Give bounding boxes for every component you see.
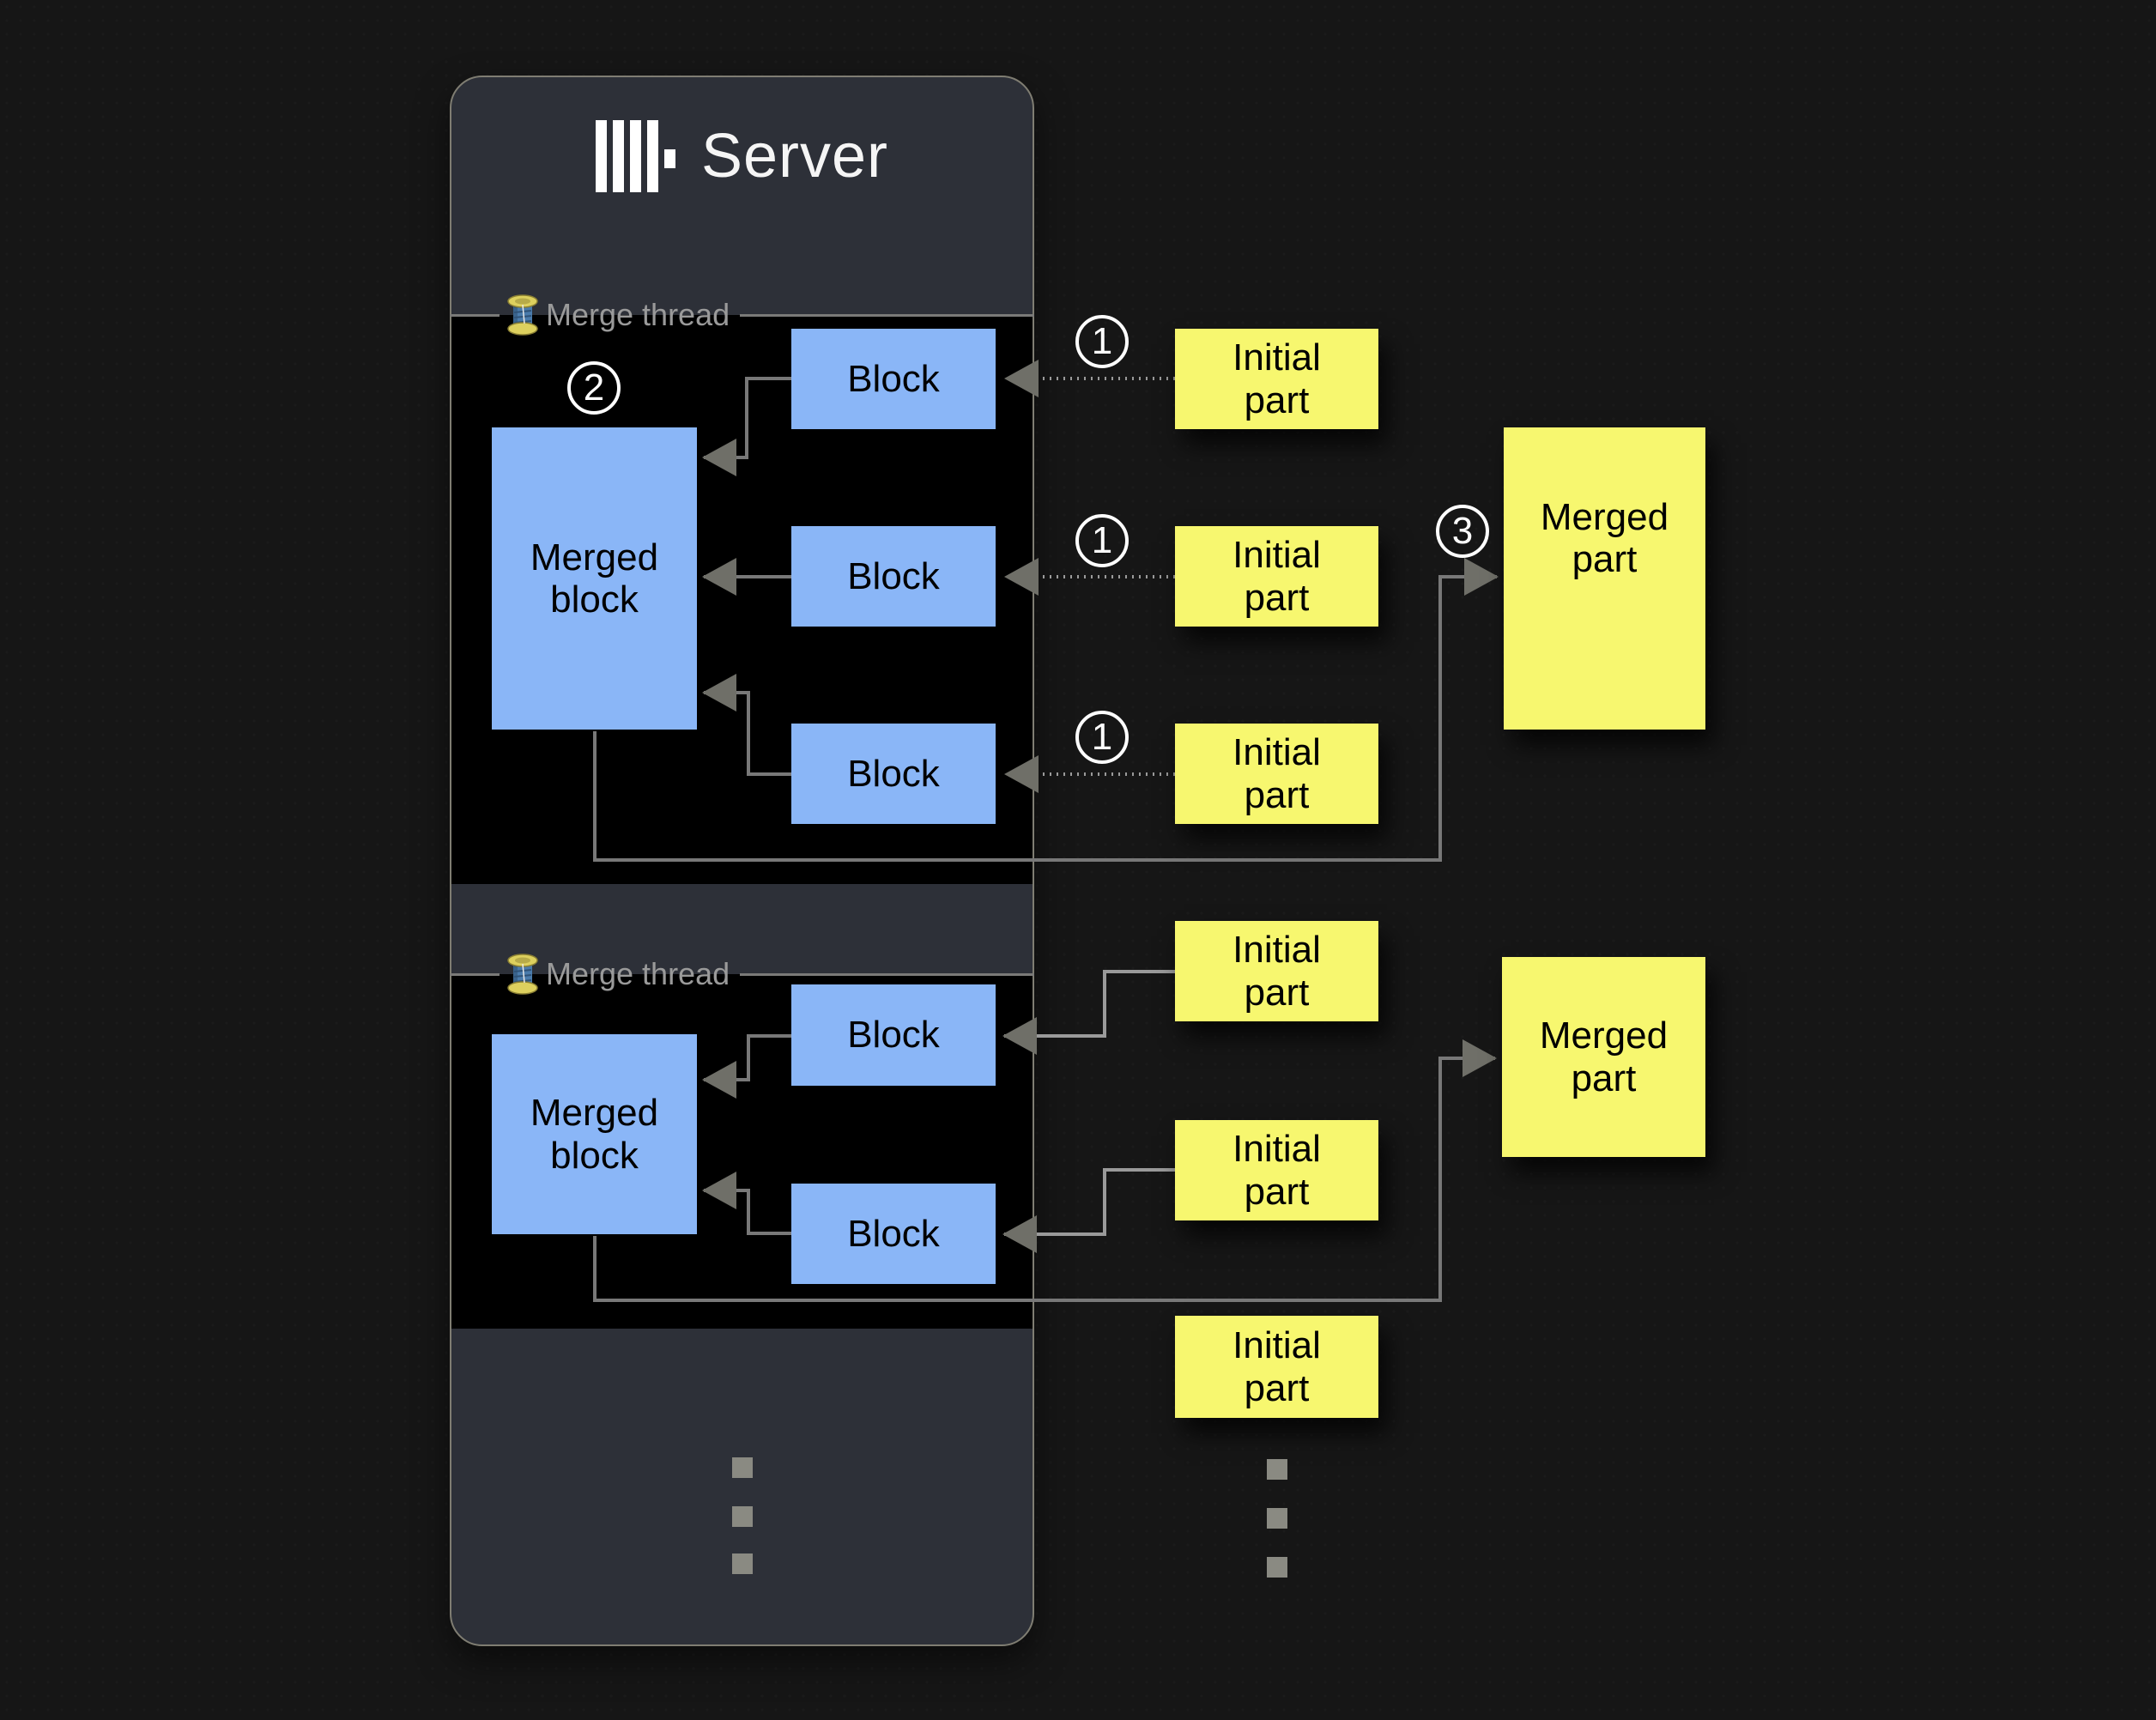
dot: [732, 1506, 753, 1527]
block-2: Block: [791, 526, 996, 627]
server-header: Server: [450, 118, 1034, 194]
dot: [1267, 1459, 1287, 1480]
step-1-badge: 1: [1075, 514, 1129, 567]
block-3: Block: [791, 724, 996, 824]
dot: [1267, 1508, 1287, 1529]
step-1-badge: 1: [1075, 315, 1129, 368]
dot: [732, 1457, 753, 1478]
block-5: Block: [791, 1184, 996, 1284]
merge-thread-legend-1: Merge thread: [450, 294, 1034, 336]
step-1-badge: 1: [1075, 711, 1129, 764]
block-4: Block: [791, 984, 996, 1086]
merged-block-2: Merged block: [492, 1034, 697, 1234]
initial-part-1: Initial part: [1175, 329, 1378, 429]
dot: [1267, 1557, 1287, 1578]
initial-part-6: Initial part: [1175, 1316, 1378, 1418]
merge-thread-label: Merge thread: [546, 297, 730, 332]
server-title: Server: [700, 122, 889, 191]
step-2-badge: 2: [567, 361, 621, 415]
thread-spool-icon: [507, 954, 538, 995]
initial-part-5: Initial part: [1175, 1120, 1378, 1220]
merged-part-1: Merged part: [1504, 427, 1705, 730]
initial-part-3: Initial part: [1175, 724, 1378, 824]
clickhouse-logo-icon: [595, 120, 675, 192]
merged-part-2: Merged part: [1502, 957, 1705, 1157]
block-1: Block: [791, 329, 996, 429]
step-3-badge: 3: [1436, 505, 1489, 558]
initial-part-2: Initial part: [1175, 526, 1378, 627]
initial-part-4: Initial part: [1175, 921, 1378, 1021]
merged-block-1: Merged block: [492, 427, 697, 730]
dot: [732, 1553, 753, 1574]
thread-spool-icon: [507, 294, 538, 336]
merge-thread-legend-2: Merge thread: [450, 953, 1034, 996]
merge-thread-label: Merge thread: [546, 956, 730, 991]
